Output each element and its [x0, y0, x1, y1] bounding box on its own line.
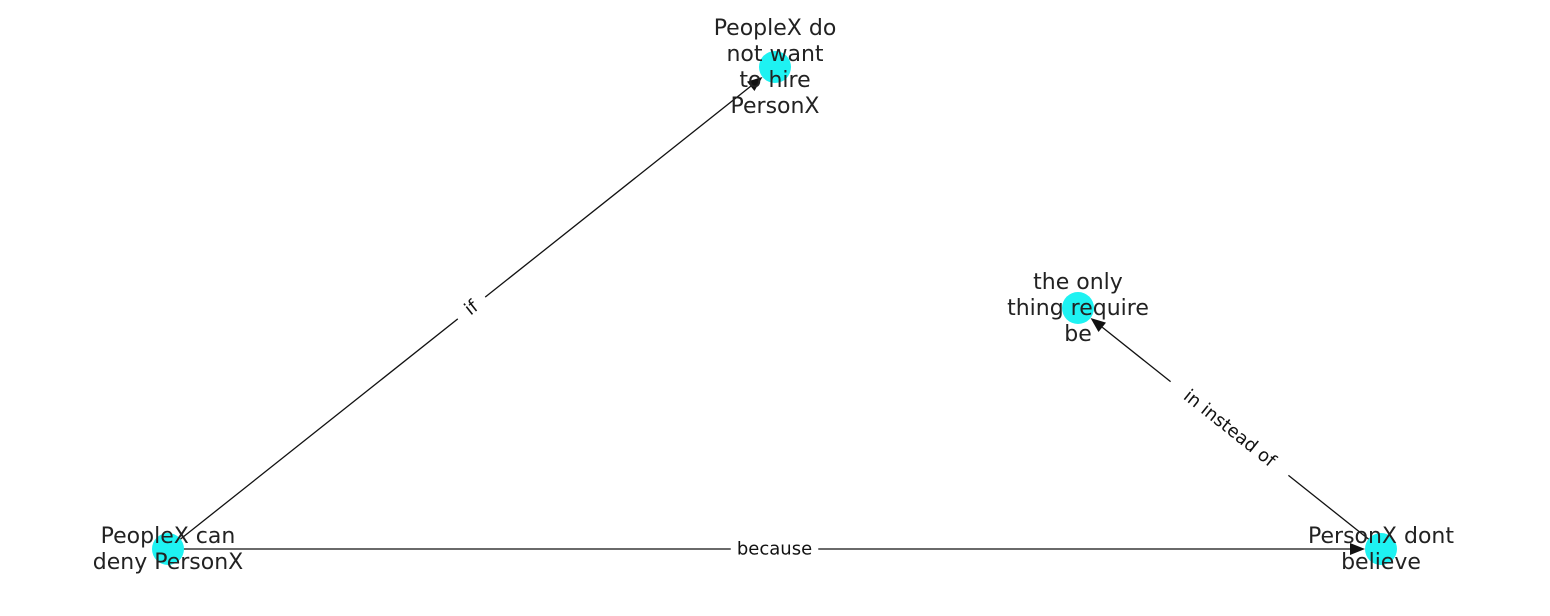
node-label-line: PersonX — [731, 94, 820, 119]
edge-label-background — [450, 287, 493, 329]
node-circle-n3 — [152, 533, 184, 565]
edge-label-group: because — [730, 537, 819, 561]
node-label-line: to hire — [739, 68, 810, 93]
node-label-line: be — [1064, 322, 1092, 347]
edge-label-background — [730, 537, 819, 561]
node-circle-n2 — [1062, 292, 1094, 324]
nodes-layer — [152, 51, 1397, 565]
node-label-line: deny PersonX — [93, 550, 243, 575]
node-circle-n1 — [759, 51, 791, 83]
node-label-line: PeopleX can — [101, 524, 236, 549]
edge-label: because — [737, 539, 812, 560]
node-label-line: not want — [726, 42, 823, 67]
node-label-line: PersonX dont — [1308, 524, 1454, 549]
arrow-head — [1350, 543, 1365, 555]
edge-label-group: if — [450, 287, 493, 329]
node-label-line: PeopleX do — [714, 16, 837, 41]
node-circle-n4 — [1365, 533, 1397, 565]
edge-label-group: in instead of — [1163, 372, 1296, 485]
node-label-line: believe — [1341, 550, 1421, 575]
arrow-head — [1090, 317, 1106, 332]
edge-label-background — [1163, 372, 1296, 485]
edges-layer — [167, 76, 1382, 555]
node-label-line: thing require — [1007, 296, 1149, 321]
edge-label: in instead of — [1179, 386, 1280, 472]
arrow-head — [746, 76, 763, 91]
node-label-line: the only — [1033, 270, 1123, 295]
